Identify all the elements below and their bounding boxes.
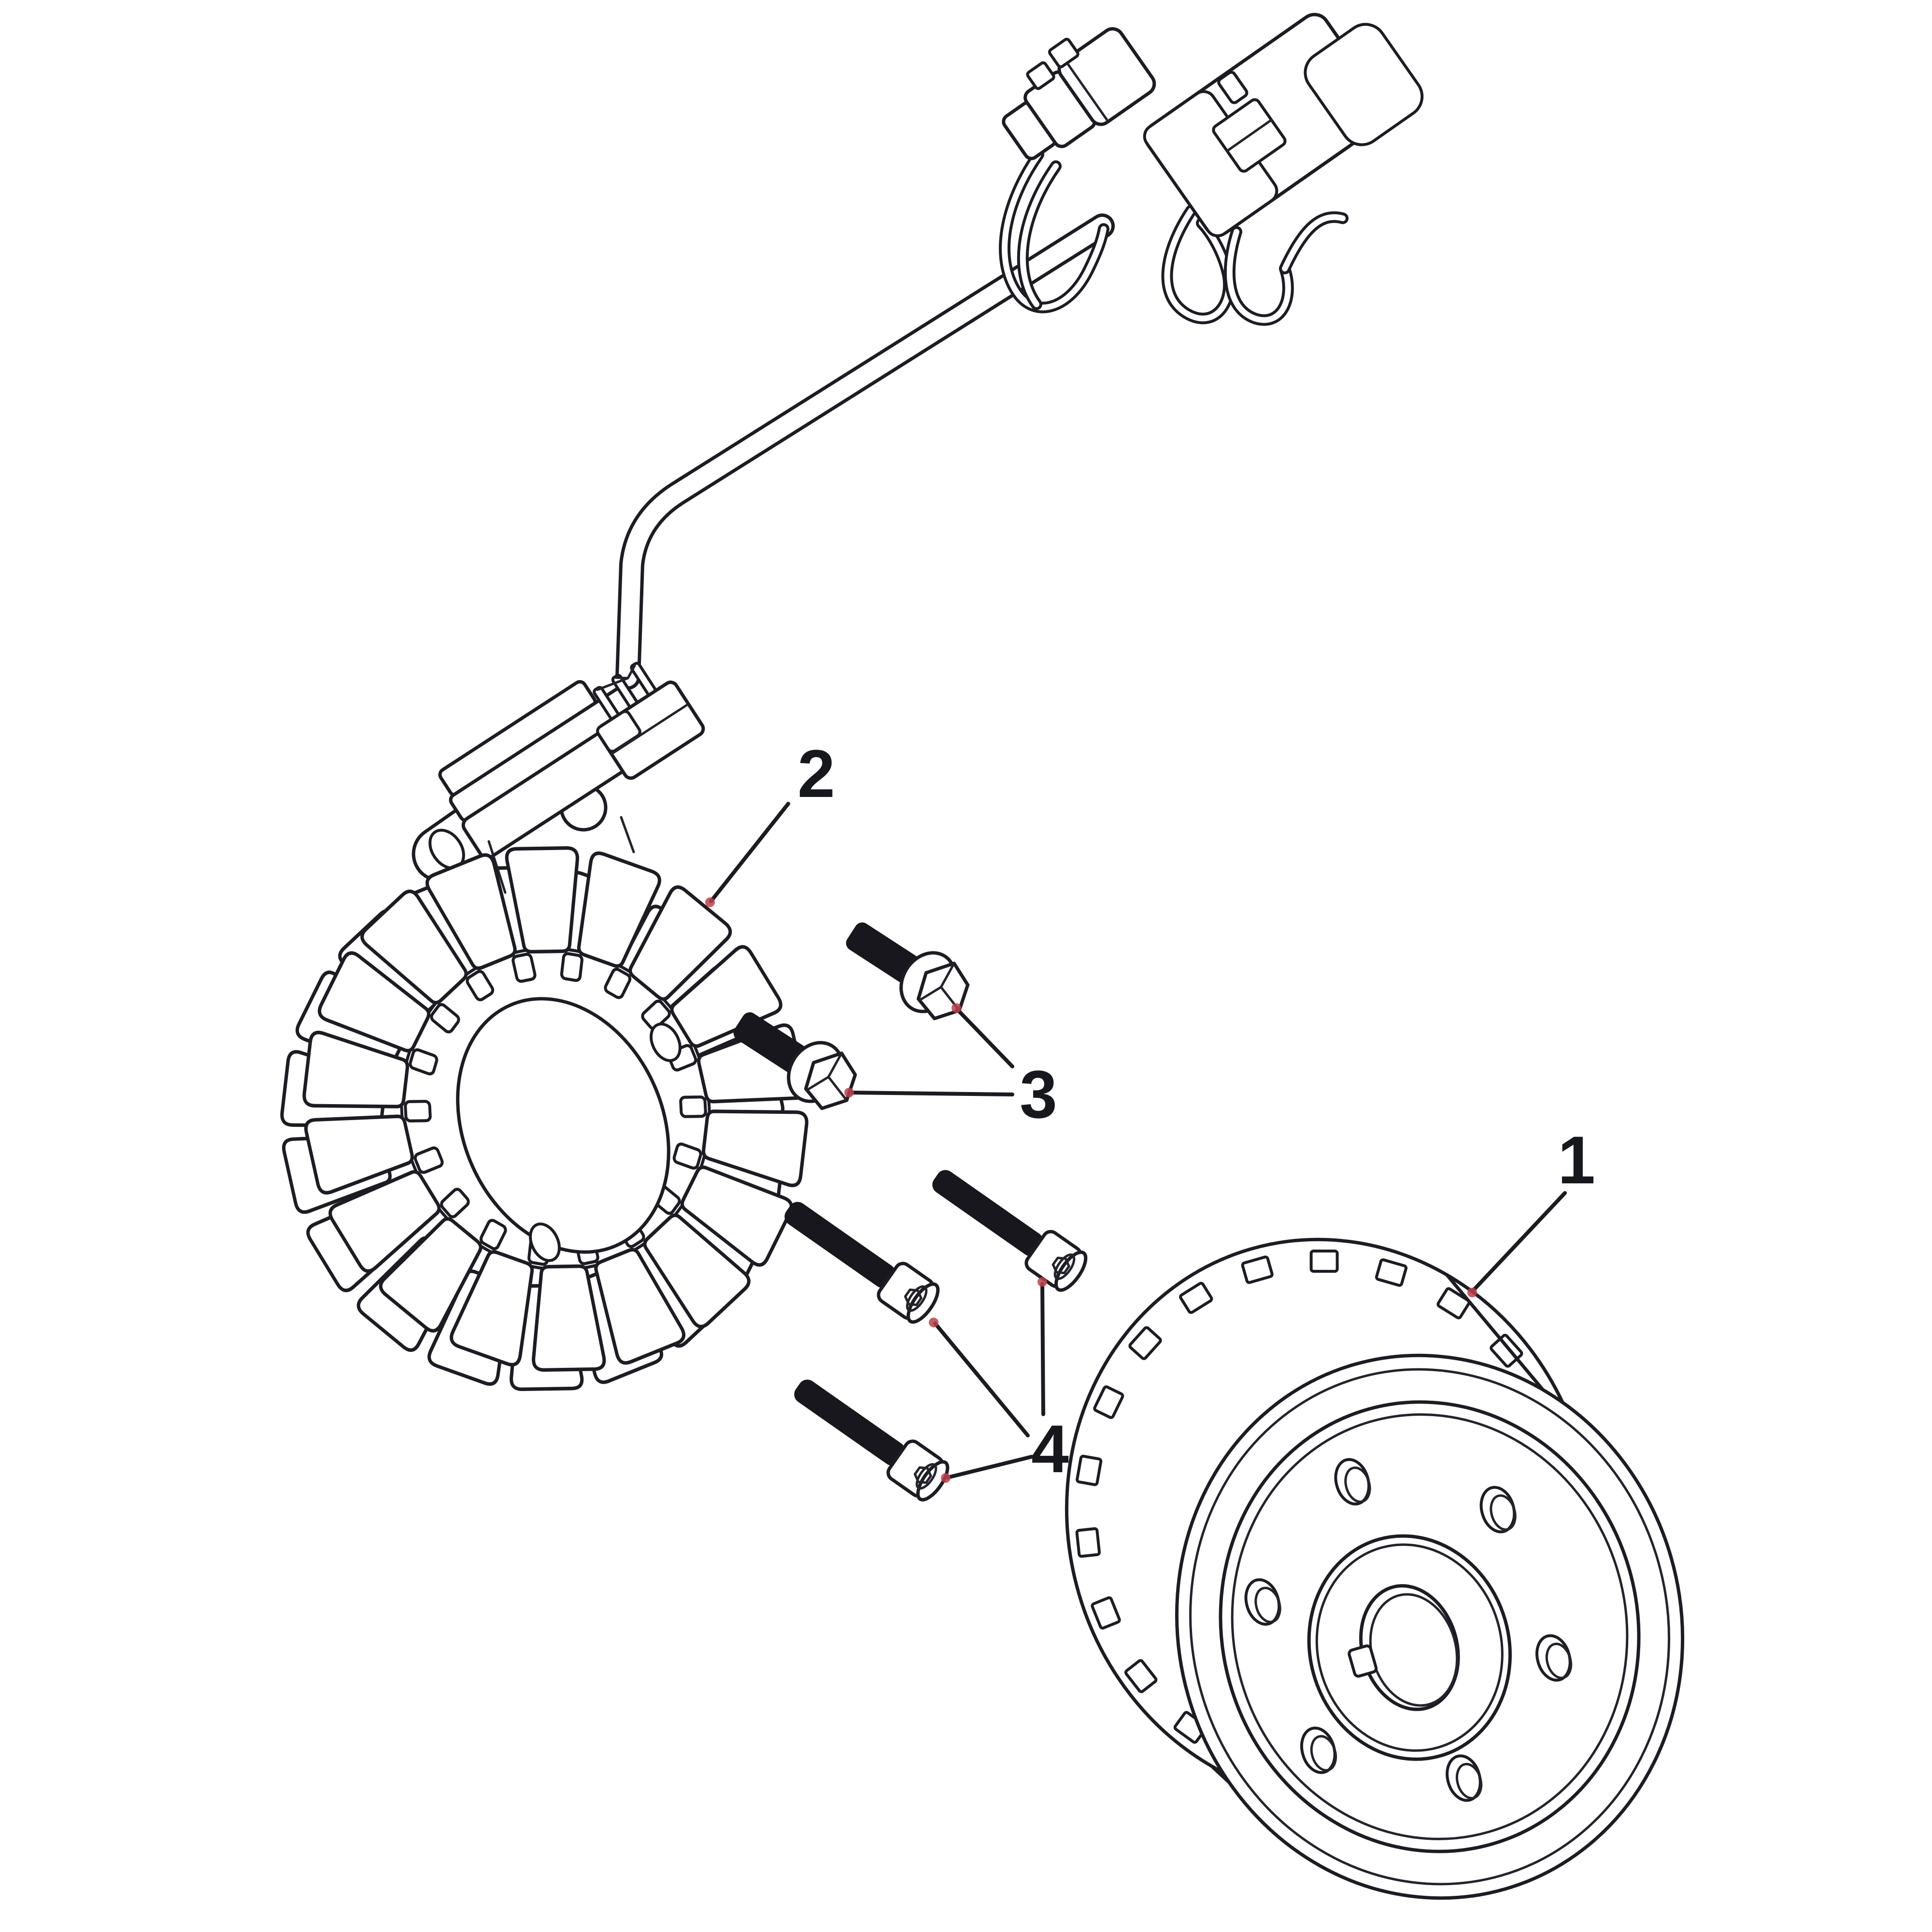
stator-neck-lines <box>487 816 635 894</box>
leader-4c <box>946 1455 1034 1479</box>
connector-lobe <box>1304 23 1424 146</box>
connector-2pin <box>1002 27 1156 160</box>
flywheel-rotor <box>1065 1237 1685 1900</box>
leader-marker <box>1037 1277 1047 1287</box>
stator-center-hole <box>456 997 670 1254</box>
connector-4pin <box>1143 13 1424 238</box>
wire-loops <box>1161 205 1349 326</box>
callout-number-4: 4 <box>1031 1411 1069 1487</box>
connector-tab <box>1026 61 1055 90</box>
stator-assembly <box>203 662 886 1466</box>
connector-wires <box>999 149 1109 313</box>
leader-3a <box>849 1091 1014 1096</box>
harness-cable <box>615 213 1115 690</box>
leader-4b <box>1040 1282 1045 1416</box>
callout-number-1: 1 <box>1558 1122 1595 1198</box>
leader-4a <box>933 1321 1030 1437</box>
leader-2 <box>709 802 790 903</box>
leader-marker <box>1467 1288 1477 1297</box>
leader-1 <box>1470 1191 1567 1293</box>
socket-head-bolt <box>923 1159 1091 1294</box>
stator-face-hole <box>650 1023 682 1062</box>
socket-head-bolt <box>776 1191 943 1326</box>
callouts: 1 2 3 4 <box>705 736 1595 1487</box>
wiring-harness <box>615 13 1424 690</box>
flywheel-face <box>1175 1353 1685 1900</box>
leader-marker <box>952 1003 961 1013</box>
connector-tab <box>1048 38 1080 69</box>
leader-3b <box>955 1008 1014 1068</box>
keyway <box>1348 1644 1378 1678</box>
center-hub <box>1307 1534 1512 1761</box>
stator-plug <box>593 662 705 780</box>
stator-face-hole <box>529 1222 561 1262</box>
socket-head-bolt <box>785 1368 953 1504</box>
leader-marker <box>941 1473 951 1483</box>
callout-number-3: 3 <box>1020 1056 1057 1132</box>
leader-marker <box>844 1088 854 1097</box>
leader-marker <box>705 897 715 907</box>
leader-marker <box>929 1318 938 1327</box>
callout-number-2: 2 <box>797 736 835 811</box>
wire-fan <box>596 664 636 691</box>
